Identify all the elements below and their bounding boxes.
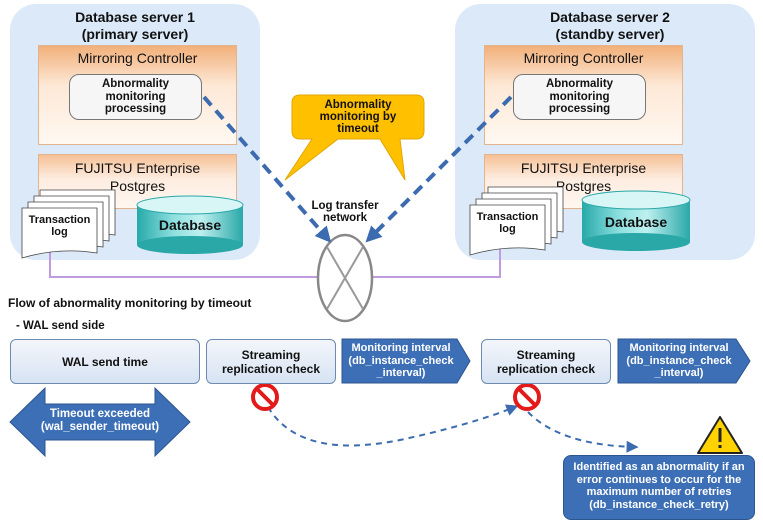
- server2-database-label: Database: [604, 214, 668, 230]
- retry-dashed-arrow-2: [527, 411, 639, 453]
- monitoring-interval-box-1: Monitoring interval(db_instance_check_in…: [348, 342, 454, 380]
- timeout-callout-shape: [284, 94, 425, 181]
- server1-database-label: Database: [158, 217, 222, 233]
- dashed-arrow-server2: [365, 95, 513, 243]
- dashed-arrow-server1: [202, 95, 332, 243]
- flow-title: Flow of abnormality monitoring by timeou…: [8, 296, 252, 310]
- no-entry-icon-2: [513, 383, 541, 411]
- timeout-exceeded-label: Timeout exceeded(wal_sender_timeout): [40, 408, 160, 433]
- server1-transaction-log-docs: [21, 189, 116, 259]
- server2-transaction-log-label: Transaction log: [476, 211, 539, 235]
- retry-dashed-arrow-1: [267, 404, 519, 447]
- flow-subtitle: - WAL send side: [16, 320, 105, 332]
- interval1-shape: [341, 338, 471, 384]
- server2-transaction-log-docs: [469, 186, 564, 256]
- server2-title: Database server 2(standby server): [550, 9, 670, 42]
- network-symbol: [316, 233, 374, 323]
- server1-title: Database server 1(primary server): [75, 9, 195, 42]
- warning-icon: [697, 416, 743, 454]
- server2-database-cylinder: [581, 190, 691, 251]
- monitoring-interval-box-2: Monitoring interval(db_instance_check_in…: [626, 342, 732, 380]
- log-transfer-line: [49, 236, 501, 278]
- timeout-double-arrow: [9, 386, 191, 458]
- server1-database-cylinder: [136, 195, 244, 254]
- no-entry-icon-1: [251, 383, 279, 411]
- wal-send-time-box: WAL send time: [10, 339, 200, 384]
- server1-transaction-log-label: Transaction log: [28, 214, 91, 238]
- interval2-shape: [617, 338, 751, 384]
